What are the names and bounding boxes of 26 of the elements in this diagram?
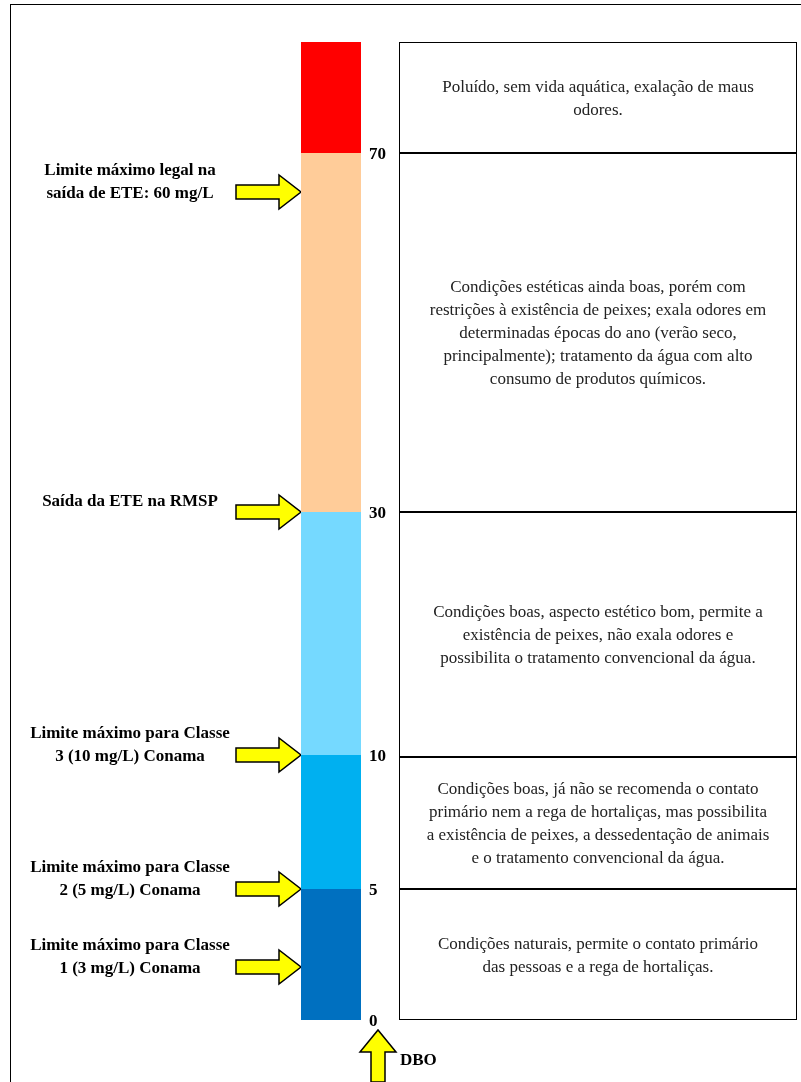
axis-label: DBO [400,1050,437,1070]
block-arrow [235,173,303,211]
scale-segment [301,512,361,755]
description-box: Poluído, sem vida aquática, exalação de maus odores. [399,42,797,153]
scale-segment [301,889,361,1020]
limit-label: Limite máximo legal na saída de ETE: 60 mg/L [30,158,230,227]
description-box: Condições naturais, permite o contato primário das pessoas e a rega de hortaliças. [399,889,797,1020]
limit-label: Limite máximo para Classe 3 (10 mg/L) Conama [30,721,230,790]
limit-label: Saída da ETE na RMSP [30,489,230,535]
tick-value: 5 [369,880,378,900]
description-box: Condições boas, aspecto estético bom, permite a existência de peixes, não exala odores e possibilita o tratamento convencional da água. [399,512,797,757]
tick-value: 30 [369,503,386,523]
scale-segment [301,755,361,889]
limit-label: Limite máximo para Classe 2 (5 mg/L) Conama [30,855,230,924]
tick-value: 70 [369,144,386,164]
tick-value: 0 [369,1011,378,1031]
description-box: Condições boas, já não se recomenda o contato primário nem a rega de hortaliças, mas possibilita a existência de peixes, a dessedentação de animais e o tratamento convencional da água. [399,757,797,889]
limit-label: Limite máximo para Classe 1 (3 mg/L) Conama [30,933,230,1002]
block-arrow [235,736,303,774]
scale-segment [301,42,361,153]
description-box: Condições estéticas ainda boas, porém com restrições à existência de peixes; exala odores em determinadas épocas do ano (verão seco, principalmente); tratamento da água com alto consumo de produtos químicos. [399,153,797,512]
block-arrow [235,870,303,908]
block-arrow [235,493,303,531]
block-arrow [235,948,303,986]
tick-value: 10 [369,746,386,766]
scale-segment [301,153,361,512]
